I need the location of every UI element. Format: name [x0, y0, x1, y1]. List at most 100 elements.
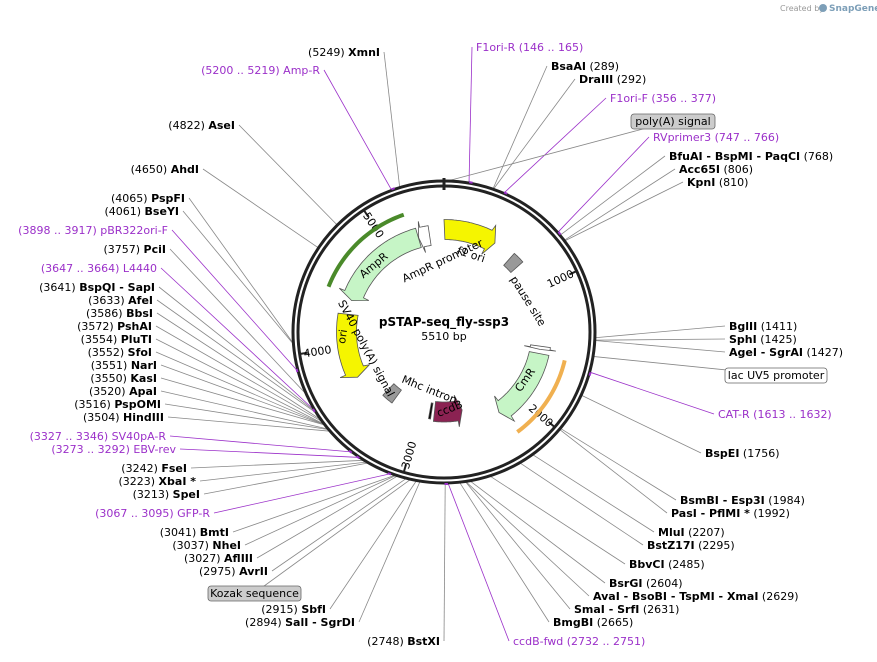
enzyme-name: PciI	[144, 243, 166, 256]
leader-line	[254, 478, 411, 594]
box-label-lacuv5-box: lac UV5 promoter	[728, 369, 825, 382]
leader-line	[202, 168, 319, 249]
site-position: (4061)	[104, 205, 144, 218]
site-position: (2207)	[685, 526, 725, 539]
primer-mark	[387, 472, 392, 476]
label-bseyi: (4061) BseYI	[104, 205, 179, 218]
leader-line	[167, 416, 331, 432]
site-position: (768)	[800, 150, 833, 163]
site-position: (1992)	[750, 507, 790, 520]
enzyme-name: SpeI	[173, 488, 200, 501]
leader-line	[155, 325, 324, 423]
primer-mark	[588, 372, 592, 376]
label-xbai: (3223) XbaI *	[118, 475, 196, 488]
leader-line	[156, 299, 318, 414]
site-position: (4650)	[131, 163, 171, 176]
enzyme-name: SphI	[729, 333, 757, 346]
leader-line	[169, 435, 353, 453]
tick-label: 3000	[399, 440, 419, 470]
leader-line	[559, 155, 666, 236]
enzyme-name: ApaI	[129, 385, 157, 398]
label-sphi: SphI (1425)	[729, 333, 797, 346]
primer-mark	[348, 449, 353, 454]
label-sbfi: (2915) SbfI	[261, 603, 326, 616]
box-polya-box	[630, 113, 716, 130]
leader-line	[256, 475, 399, 559]
plasmid-name: pSTAP-seq_fly-ssp3	[379, 315, 509, 330]
primer-mark	[557, 231, 562, 236]
leader-line	[160, 377, 326, 426]
leader-line	[503, 97, 607, 194]
leader-line	[532, 454, 655, 533]
leader-line	[563, 168, 676, 241]
enzyme-name: KpnI	[687, 176, 715, 189]
tick-mark	[548, 421, 556, 428]
backbone	[291, 178, 597, 485]
leader-line	[560, 427, 677, 501]
site-position: (1756)	[739, 447, 779, 460]
site-position: (3516)	[74, 398, 114, 411]
label-afei: (3633) AfeI	[88, 294, 153, 307]
feature-ccdb	[432, 395, 463, 427]
enzyme-name: PasI - PflMI *	[671, 507, 750, 520]
tick-mark	[402, 464, 407, 473]
leader-line	[158, 286, 317, 413]
leader-line	[182, 210, 294, 345]
enzyme-name: AfeI	[128, 294, 153, 307]
tick-label: 1000	[545, 267, 576, 290]
label-bsrgi: BsrGI (2604)	[609, 577, 683, 590]
leader-line	[459, 481, 550, 623]
feature-pause	[503, 252, 524, 274]
leader-line	[160, 390, 329, 430]
site-position: (2915)	[261, 603, 301, 616]
leader-line	[188, 197, 294, 344]
label-ebv-primer: (3273 .. 3292) EBV-rev	[51, 443, 176, 456]
enzyme-name: BsaAI	[551, 60, 586, 73]
primer-text: (3327 .. 3346) SV40pA-R	[30, 430, 167, 443]
leader-line	[447, 120, 674, 182]
label-bspqi: (3641) BspQI - SapI	[39, 281, 155, 294]
credit-brand: SnapGene	[829, 4, 877, 14]
label-bbsi: (3586) BbsI	[86, 307, 153, 320]
site-position: (2975)	[199, 565, 239, 578]
label-avai: AvaI - BsoBI - TspMI - XmaI (2629)	[593, 590, 799, 603]
label-ccdb-primer: ccdB-fwd (2732 .. 2751)	[513, 635, 645, 648]
leader-line	[358, 480, 421, 623]
label-sv40-primer: (3327 .. 3346) SV40pA-R	[30, 430, 167, 443]
site-position: (810)	[715, 176, 748, 189]
enzyme-name: SalI - SgrDI	[285, 616, 355, 629]
feature-ori	[336, 312, 371, 378]
credit-prefix: Created by	[780, 4, 824, 13]
site-position: (2894)	[245, 616, 285, 629]
label-pluti: (3554) PluTI	[81, 333, 152, 346]
cmr-orf-arc	[516, 359, 567, 434]
leader-line	[179, 448, 360, 458]
enzyme-name: KasI	[130, 372, 157, 385]
enzyme-name: AseI	[208, 119, 235, 132]
plasmid-size: 5510 bp	[421, 330, 466, 343]
enzyme-name: BbsI	[126, 307, 153, 320]
site-position: (3572)	[77, 320, 117, 333]
label-xmni: (5249) XmnI	[308, 46, 380, 59]
enzyme-name: DraIII	[579, 73, 613, 86]
enzyme-name: FseI	[161, 462, 187, 475]
leader-line	[594, 338, 726, 341]
enzyme-name: BseYI	[145, 205, 179, 218]
leader-line	[492, 65, 548, 190]
label-pcii: (3757) PciI	[103, 243, 166, 256]
enzyme-name: XbaI *	[159, 475, 197, 488]
enzyme-name: NheI	[212, 539, 241, 552]
label-acc65i: Acc65I (806)	[679, 163, 753, 176]
enzyme-name: NarI	[131, 359, 157, 372]
enzyme-name: BglII	[729, 320, 757, 333]
tick-mark	[362, 209, 370, 218]
enzyme-name: PluTI	[121, 333, 152, 346]
label-rvprimer: RVprimer3 (747 .. 766)	[653, 131, 779, 144]
site-position: (292)	[613, 73, 646, 86]
enzyme-name: AgeI - SgrAI	[729, 346, 803, 359]
enzyme-name: AvrII	[239, 565, 268, 578]
enzyme-name: BspEI	[705, 447, 739, 460]
leader-line	[443, 482, 446, 642]
label-draiii: DraIII (292)	[579, 73, 646, 86]
label-spei: (3213) SpeI	[133, 488, 200, 501]
